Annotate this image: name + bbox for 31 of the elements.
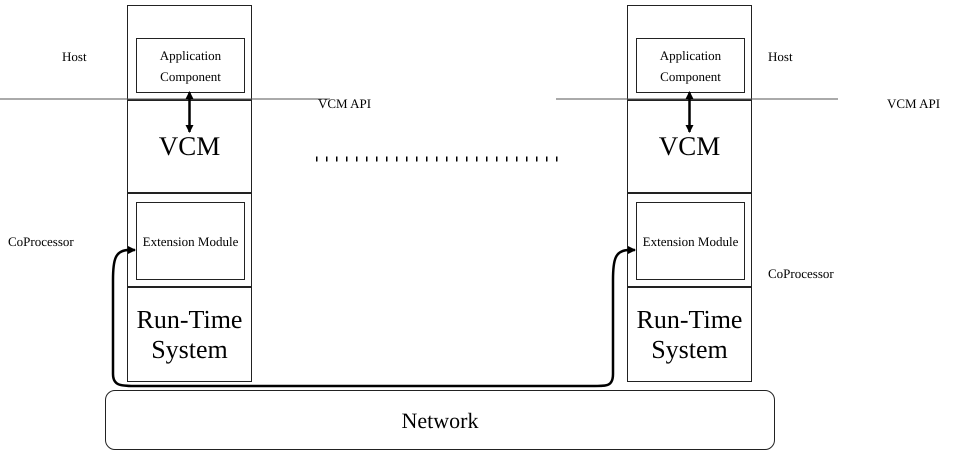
node-text: Run-Time System	[136, 304, 244, 364]
node-text: VCM	[158, 130, 220, 164]
node-text: Application Component	[158, 46, 222, 86]
node-text: Application Component	[658, 46, 722, 86]
double-arrow	[186, 91, 194, 133]
side-label: Host	[768, 48, 793, 66]
column-cell	[627, 5, 752, 100]
side-label: VCM API	[318, 95, 372, 113]
node-text: Extension Module	[642, 232, 738, 250]
node-text: Extension Module	[142, 232, 238, 250]
layer-cell	[127, 100, 252, 193]
node-text: Network	[402, 406, 478, 434]
column-cell	[627, 193, 752, 287]
side-label: CoProcessor	[8, 233, 74, 251]
node-text: VCM	[658, 130, 720, 164]
side-label: Host	[62, 48, 87, 66]
layer-cell	[627, 100, 752, 193]
module-box	[136, 202, 245, 280]
layer-cell	[627, 287, 752, 382]
component-box	[636, 38, 745, 93]
double-arrow	[112, 246, 636, 388]
column-cell	[127, 193, 252, 287]
module-box	[636, 202, 745, 280]
component-box	[136, 38, 245, 93]
network-band	[105, 390, 775, 450]
column-cell	[127, 5, 252, 100]
layer-cell	[127, 287, 252, 382]
side-label: VCM API	[887, 95, 940, 113]
side-label: CoProcessor	[768, 265, 834, 283]
node-text: Run-Time System	[636, 304, 744, 364]
double-arrow	[686, 91, 694, 133]
